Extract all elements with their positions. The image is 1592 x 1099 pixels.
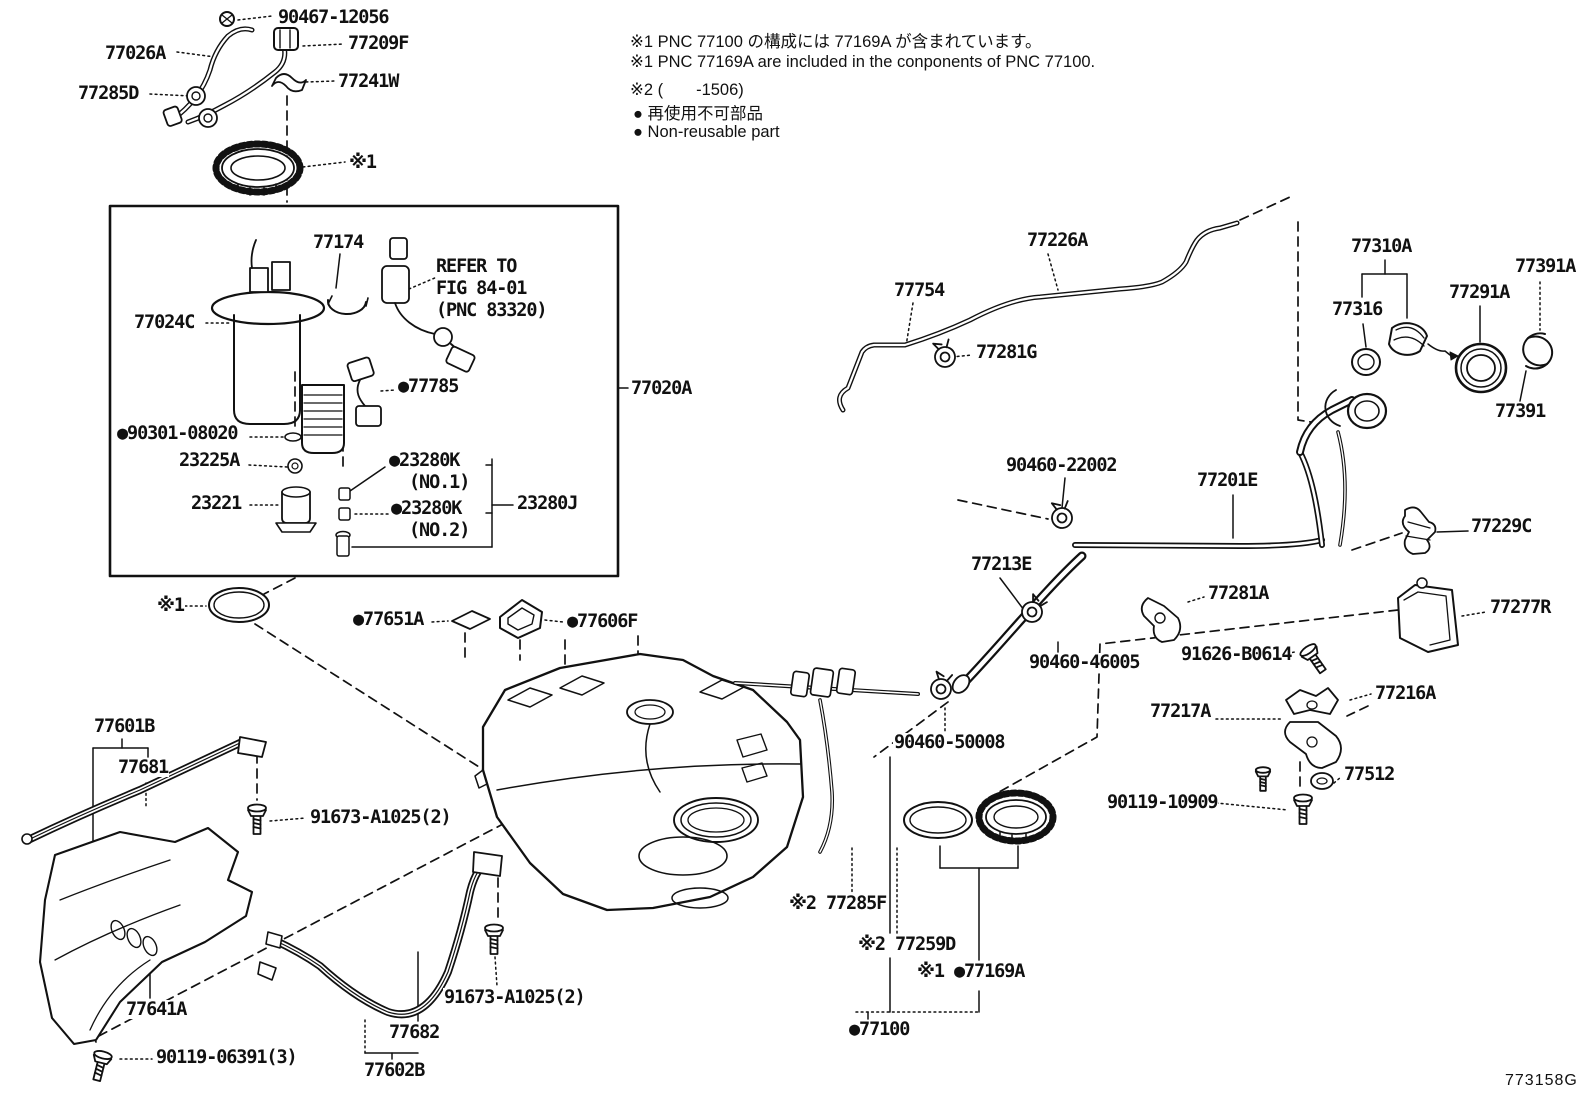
part-label-77213e: 77213E [970,554,1032,575]
part-label-77100: ●77100 [848,1019,910,1040]
ref-label-star1-mid: ※1 [156,595,185,616]
tank-vent-tube [735,668,956,702]
part-label-77174: 77174 [312,232,364,253]
part-label-91673-a1025-2: 91673-A1025(2) [443,987,586,1008]
lock-ring-top [216,144,300,195]
part-label-90460-46005: 90460-46005 [1028,652,1141,673]
part-label-90119-06391: 90119-06391(3) [155,1047,298,1068]
heat-shield [40,828,252,1084]
part-label-23280k-no1-sub: (NO.1) [408,472,470,493]
fuel-cap-group [1352,323,1552,392]
note-line-3: ※2 ( -1506) [630,81,744,99]
gasket-ring-mid [209,588,269,622]
part-label-77651a: ●77651A [352,609,424,630]
refer-line-2: FIG 84-01 [435,278,527,299]
part-label-90460-50008: 90460-50008 [893,732,1006,753]
part-label-77229c: 77229C [1470,516,1532,537]
breather-tube [839,223,1237,410]
part-label-77026a: 77026A [104,43,166,64]
part-label-77285f: ※2 77285F [788,893,887,914]
tank-pads [452,600,661,688]
part-label-77209f: 77209F [347,33,409,54]
part-label-77606f: ●77606F [566,611,638,632]
tank-band-upper [22,737,267,844]
part-label-77169a: ※1 ●77169A [916,961,1025,982]
part-label-77602b: 77602B [363,1060,425,1081]
part-label-91626-b0614: 91626-B0614 [1180,644,1293,665]
part-label-90467-12056: 90467-12056 [277,7,390,28]
note-line-4: ● 再使用不可部品 [633,105,764,123]
part-label-90119-10909: 90119-10909 [1106,792,1219,813]
part-label-77681: 77681 [117,757,169,778]
note-line-2: ※1 PNC 77169A are included in the conpon… [630,53,1096,71]
leader-dotted-lines [120,16,1540,1059]
part-label-77754: 77754 [893,280,945,301]
part-label-77391: 77391 [1494,401,1546,422]
part-label-77277r: 77277R [1489,597,1551,618]
refer-line-3: (PNC 83320) [435,300,548,321]
figure-code: 773158G [1505,1072,1578,1089]
tank-band-lower [258,852,504,1014]
part-label-77259d: ※2 77259D [857,934,956,955]
part-label-90301-08020: ●90301-08020 [116,423,239,444]
part-label-77226a: 77226A [1026,230,1088,251]
assembly-dashed-lines [84,96,1402,1042]
part-label-77216a: 77216A [1374,683,1436,704]
part-label-77512: 77512 [1343,764,1395,785]
part-label-90460-22002: 90460-22002 [1005,455,1118,476]
refer-line-1: REFER TO [435,256,517,277]
fuel-tank [475,654,832,910]
part-label-77391a: 77391A [1514,256,1576,277]
part-label-23280k-no1: ●23280K [388,450,460,471]
part-label-77201e: 77201E [1196,470,1258,491]
part-label-91673-a1025-1: 91673-A1025(2) [309,807,452,828]
part-label-77217a: 77217A [1149,701,1211,722]
part-label-77310a: 77310A [1350,236,1412,257]
part-label-23280k-no2-sub: (NO.2) [408,520,470,541]
part-label-23225a: 23225A [178,450,240,471]
part-label-77024c: 77024C [133,312,195,333]
part-label-77281g: 77281G [975,342,1037,363]
part-label-23280k-no2: ●23280K [390,498,462,519]
part-label-23280j: 23280J [516,493,578,514]
part-label-77601b: 77601B [93,716,155,737]
part-label-77281a: 77281A [1207,583,1269,604]
bottom-rings [904,793,1053,842]
part-label-77682: 77682 [388,1022,440,1043]
ref-label-star1-top: ※1 [348,152,377,173]
right-brackets [1255,578,1458,825]
fuel-tube-assembly [163,12,306,127]
part-label-77020a: 77020A [630,378,692,399]
part-label-77241w: 77241W [337,71,399,92]
part-label-23221: 23221 [190,493,242,514]
note-line-5: ● Non-reusable part [633,123,780,141]
filler-pipe-and-hoses [949,390,1435,696]
part-label-77285d: 77285D [77,83,139,104]
note-line-1: ※1 PNC 77100 の構成には 77169A が含まれています。 [630,33,1042,51]
part-label-77641a: 77641A [125,999,187,1020]
part-label-77291a: 77291A [1448,282,1510,303]
part-label-77785: ●77785 [397,376,459,397]
part-label-77316: 77316 [1331,299,1383,320]
pump-module-box [110,206,618,576]
